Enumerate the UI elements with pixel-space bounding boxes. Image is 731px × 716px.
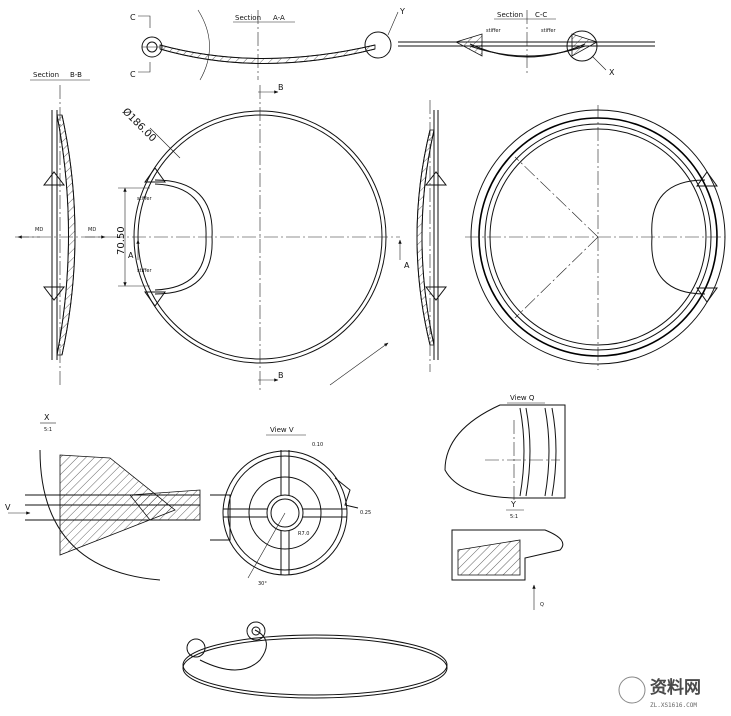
detail-x-name: X	[44, 413, 50, 422]
detail-view-q: View Q Y 5:1 Q	[444, 394, 566, 610]
detail-x-arrow-label: V	[5, 503, 11, 512]
cut-marker-b-bottom: B	[278, 371, 284, 380]
view-v-dim-3: R7.0	[298, 531, 309, 537]
detail-y-scale: 5:1	[510, 514, 518, 520]
cut-marker-a-left: A	[128, 251, 134, 260]
detail-y-arrow-label: Q	[540, 602, 544, 608]
view-v-name: View V	[270, 426, 294, 434]
front-stiffener-bottom-label: stiffer	[137, 268, 152, 274]
section-c-c-view: Section C-C X stiffer stiffer	[398, 10, 655, 77]
section-c-c-stiffener-left: stiffer	[486, 28, 501, 34]
detail-x-marker: X	[609, 68, 615, 77]
front-view: stiffer stiffer 70.50 Ø186.00 B B A A	[110, 83, 410, 390]
isometric-diaphragm	[182, 621, 448, 699]
section-b-b-name: B-B	[70, 71, 82, 79]
view-q-name: View Q	[510, 394, 535, 402]
section-c-c-name: C-C	[535, 11, 547, 19]
section-b-b-title: Section	[33, 71, 59, 79]
watermark: 资料网 ZL.XS1616.COM	[618, 676, 701, 709]
detail-y-name: Y	[510, 500, 516, 509]
view-v-angle: 30°	[258, 581, 267, 587]
watermark-brand: 资料网	[650, 677, 701, 698]
md-label-right: MD	[88, 227, 96, 233]
cut-marker-b-top: B	[278, 83, 284, 92]
watermark-url: ZL.XS1616.COM	[650, 702, 697, 709]
front-stiffener-top-label: stiffer	[137, 196, 152, 202]
section-a-a-view: Section A-A C C Y	[130, 7, 405, 81]
section-c-c-title: Section	[497, 11, 523, 19]
ring-view	[465, 105, 726, 370]
diameter-dimension: Ø186.00	[120, 106, 159, 145]
detail-x-view: X 5:1 V	[5, 413, 231, 581]
view-v-dim-1: 0.10	[312, 442, 323, 448]
section-c-c-stiffener-right: stiffer	[541, 28, 556, 34]
detail-view-v: View V 0.10 0.25 R7.0 30°	[222, 426, 371, 587]
detail-y-marker: Y	[399, 7, 405, 16]
height-dimension: 70.50	[116, 226, 127, 255]
view-v-dim-2: 0.25	[360, 510, 371, 516]
side-profile-view	[416, 100, 448, 372]
section-a-a-name: A-A	[273, 14, 285, 22]
md-label-left: MD	[35, 227, 43, 233]
cut-marker-c-bottom: C	[130, 70, 136, 79]
detail-x-scale: 5:1	[44, 427, 52, 433]
cut-marker-a-right: A	[404, 261, 410, 270]
section-b-b-view: Section B-B MD MD	[15, 71, 110, 385]
cut-marker-c-top: C	[130, 13, 136, 22]
section-a-a-title: Section	[235, 14, 261, 22]
